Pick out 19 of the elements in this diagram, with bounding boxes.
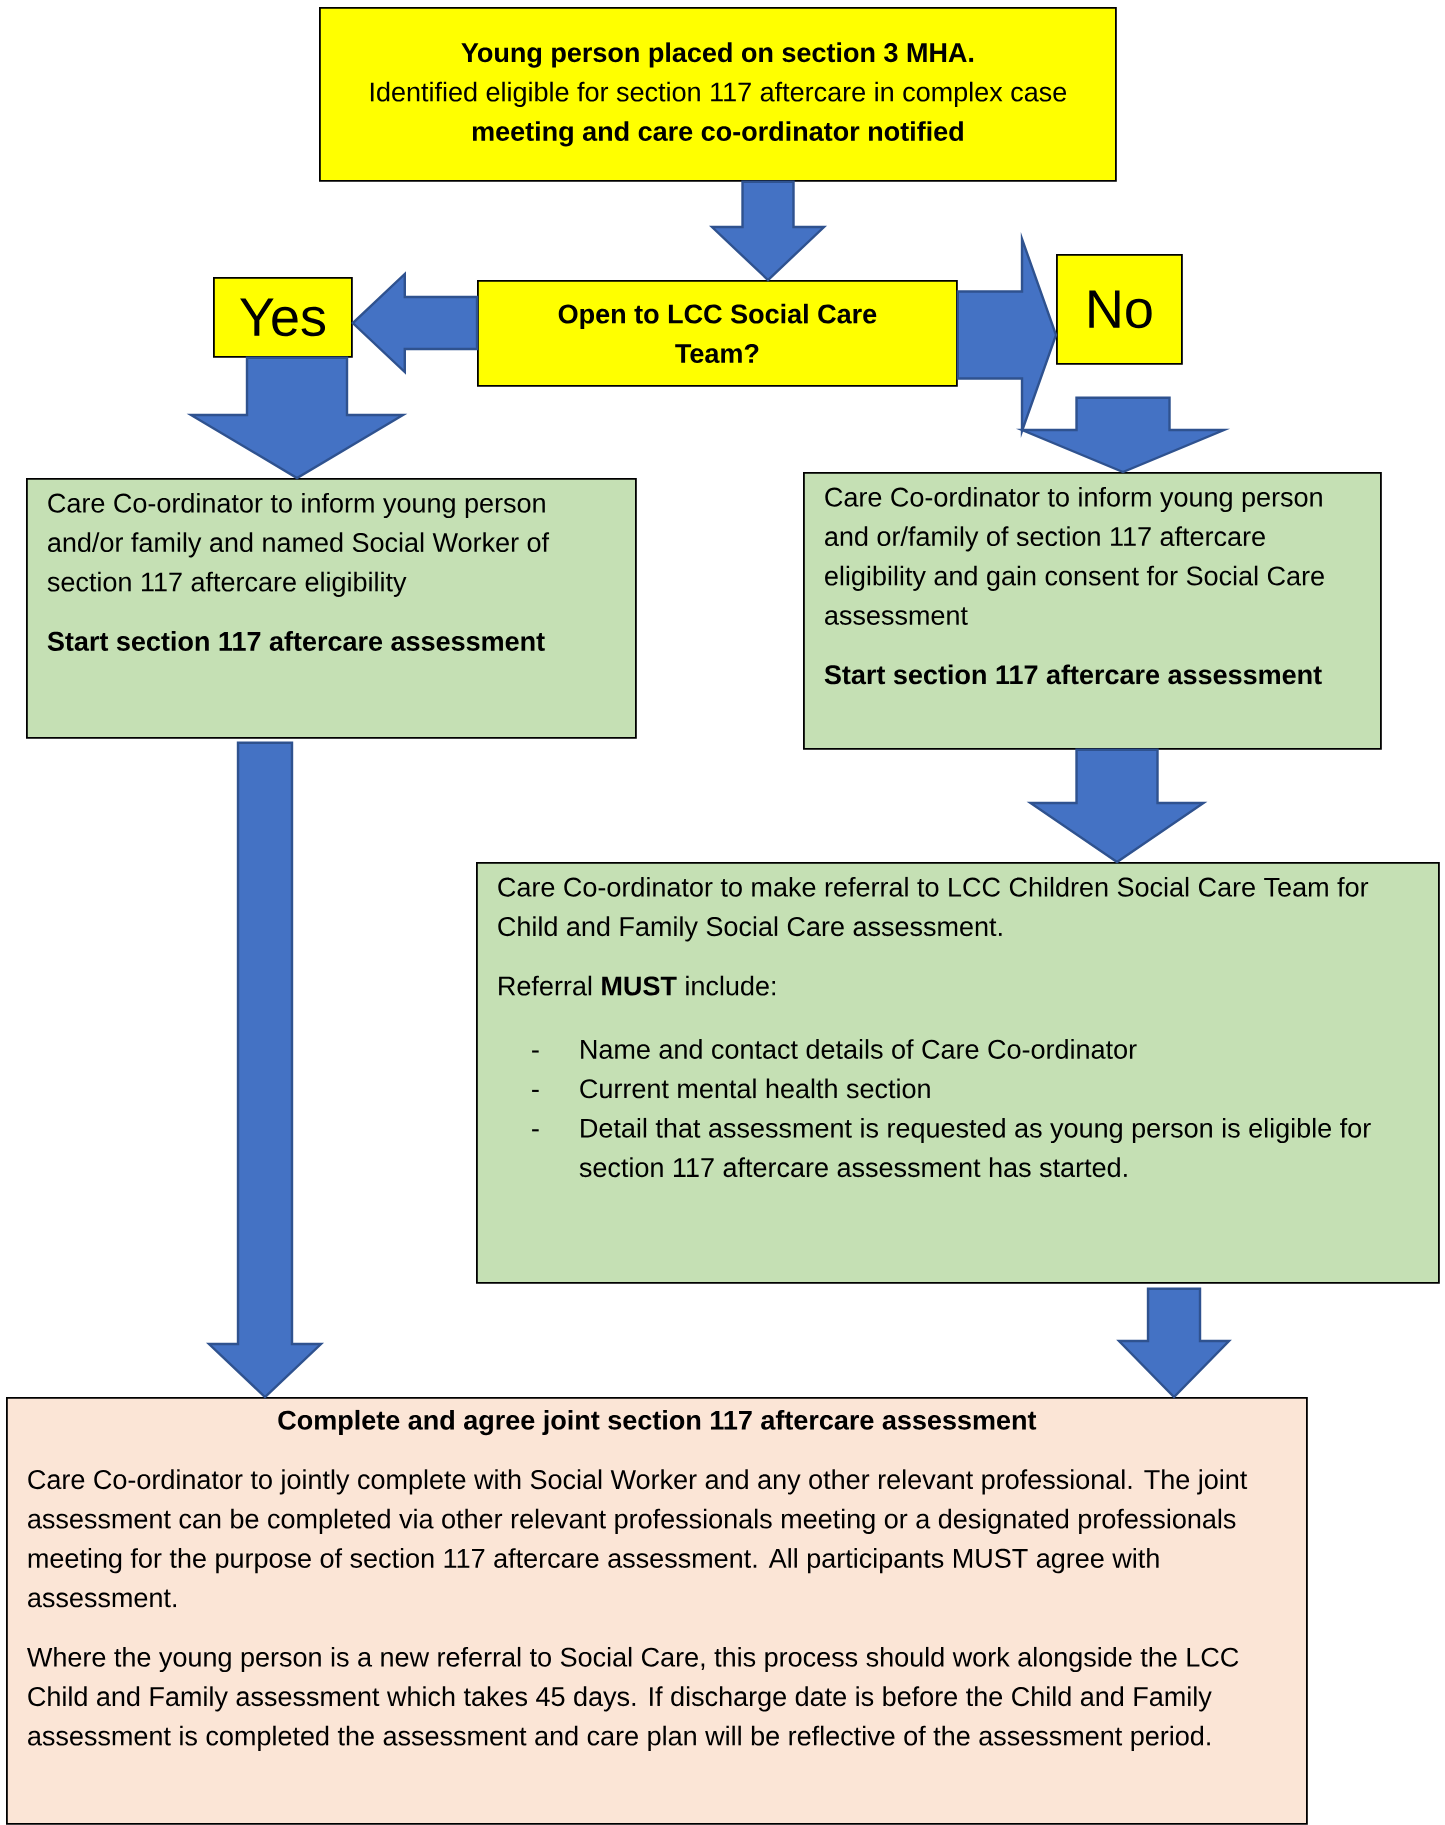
block-arrow xyxy=(1026,748,1208,864)
process-box: Care Co-ordinator to inform young person and or/family of section 117 aftercare eligibility and gain consent for Social Care assessment Start section 117 aftercare assessment xyxy=(803,472,1382,750)
block-arrow xyxy=(1016,396,1231,474)
start-box: Young person placed on section 3 MHA. Identified eligible for section 117 aftercare in complex case meeting and care co-ordinator notified xyxy=(319,7,1117,182)
block-arrow xyxy=(206,741,324,1399)
block-arrow xyxy=(351,271,479,375)
process-box: Complete and agree joint section 117 aftercare assessment Care Co-ordinator to jointly complete with Social Worker and any other relevant professional. The joint assessment can be completed via other relevant professionals meeting or a designated professionals meeting for the purpose of section 117 aftercare assessment. All participants MUST agree with assessment. Where the young person is a new referral to Social Care, this process should work alongside the LCC Child and Family assessment which takes 45 days. If discharge date is before the Child and Family assessment is completed the assessment and care plan will be reflective of the assessment period. xyxy=(6,1397,1308,1825)
list-dash: - xyxy=(532,1050,539,1053)
block-arrow xyxy=(956,232,1058,438)
block-arrow xyxy=(186,356,408,480)
block-arrow xyxy=(709,180,828,282)
process-box: Care Co-ordinator to inform young person and/or family and named Social Worker of section 117 aftercare eligibility Start section 117 aftercare assessment xyxy=(26,478,637,739)
block-arrow xyxy=(1116,1287,1232,1399)
process-box: Care Co-ordinator to make referral to LCC Children Social Care Team for Child and Family Social Care assessment. Referral MUST include: - Name and contact details of Care Co-ordinator - Current mental health section - Detail that assessment is requested as young person is eligible for section 117 aftercare assessment has started. xyxy=(476,862,1440,1284)
choice-box: Yes xyxy=(213,277,353,358)
list-dash: - xyxy=(532,1129,539,1132)
choice-box: No xyxy=(1056,254,1183,365)
decision-box: Open to LCC Social Care Team? xyxy=(477,280,958,387)
list-dash: - xyxy=(532,1089,539,1092)
